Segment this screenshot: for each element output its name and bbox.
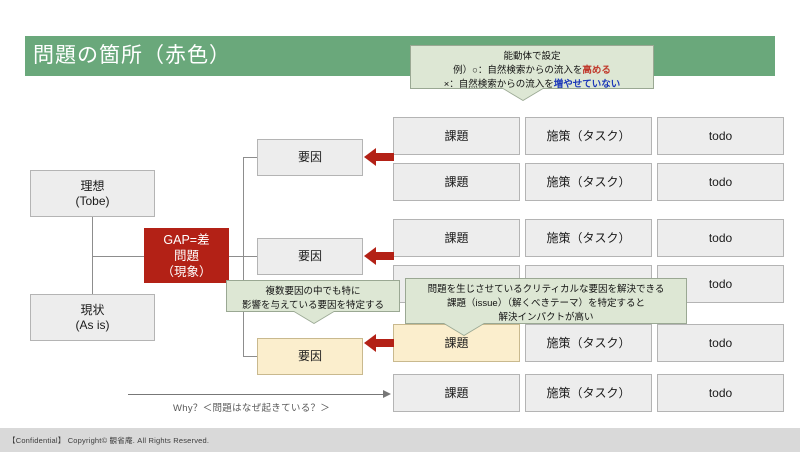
connector-to-gap	[92, 256, 144, 257]
ideal-state-label-line1: 理想	[80, 178, 105, 193]
table-cell-measure[interactable]: 施策（タスク）	[525, 374, 652, 412]
callout-identify-factor: 複数要因の中でも特に 影響を与えている要因を特定する	[226, 280, 400, 323]
connector-tree-branch-3	[243, 356, 257, 357]
issue-callout-line-3: 解決インパクトが高い	[498, 312, 594, 323]
gap-label-line1: GAP=差	[163, 232, 210, 247]
table-cell-todo[interactable]: todo	[657, 163, 784, 201]
factor-box-3[interactable]: 要因	[257, 338, 363, 375]
connector-tree-branch-2	[243, 256, 257, 257]
table-cell-issue[interactable]: 課題	[393, 163, 520, 201]
table-cell-measure[interactable]: 施策（タスク）	[525, 324, 652, 362]
why-arrow-head-icon	[383, 390, 391, 398]
factor-box-1[interactable]: 要因	[257, 139, 363, 176]
issue-callout-line-1: 問題を生じさせているクリティカルな要因を解決できる	[427, 284, 665, 295]
callout-line-3-highlight: 増やせていない	[553, 79, 621, 90]
factor-box-2[interactable]: 要因	[257, 238, 363, 275]
table-cell-todo[interactable]: todo	[657, 324, 784, 362]
gap-label-line2: 問題	[173, 248, 199, 263]
callout-line-2-highlight: 高める	[582, 65, 611, 76]
current-state-label-line1: 現状	[80, 302, 105, 317]
ideal-state-box[interactable]: 理想 (Tobe)	[30, 170, 155, 217]
page-title: 問題の箇所（赤色）	[33, 44, 231, 67]
callout-tail	[503, 88, 543, 100]
mid-callout-line-1: 複数要因の中でも特に	[265, 286, 361, 297]
table-cell-todo[interactable]: todo	[657, 374, 784, 412]
issue-callout-line-2: 課題（issue）（解くべきテーマ）を特定すると	[447, 298, 645, 309]
current-state-label-line2: (As is)	[75, 317, 110, 332]
callout-active-voice: 能動体で設定 例）○：自然検索からの流入を高める ×：自然検索からの流入を増やせ…	[410, 45, 654, 100]
callout-tail	[294, 311, 334, 323]
table-cell-todo[interactable]: todo	[657, 219, 784, 257]
footer-copyright: 【Confidential】 Copyright© 観省庵. All Right…	[8, 436, 210, 445]
connector-tree-branch-1	[243, 157, 257, 158]
callout-issue-impact: 問題を生じさせているクリティカルな要因を解決できる 課題（issue）（解くべき…	[405, 278, 687, 335]
table-cell-measure[interactable]: 施策（タスク）	[525, 219, 652, 257]
callout-line-2: 例）○：自然検索からの流入を高める	[417, 64, 647, 78]
connector-gap-to-tree	[229, 256, 243, 257]
red-arrow-icon	[364, 334, 394, 352]
table-cell-todo[interactable]: todo	[657, 117, 784, 155]
gap-label-line3: （現象）	[161, 264, 212, 279]
callout-line-3-prefix: ×：自然検索からの流入を	[443, 79, 554, 90]
red-arrow-icon	[364, 148, 394, 166]
why-arrow-shaft	[128, 394, 386, 395]
gap-problem-box[interactable]: GAP=差 問題 （現象）	[144, 228, 229, 283]
callout-line-2-prefix: 例）○：自然検索からの流入を	[453, 65, 583, 76]
ideal-state-label-line2: (Tobe)	[75, 193, 110, 208]
table-cell-issue[interactable]: 課題	[393, 117, 520, 155]
footer-bar	[0, 428, 800, 452]
table-cell-issue[interactable]: 課題	[393, 219, 520, 257]
callout-line-3: ×：自然検索からの流入を増やせていない	[417, 78, 647, 92]
table-cell-issue[interactable]: 課題	[393, 374, 520, 412]
callout-tail	[444, 323, 484, 335]
current-state-box[interactable]: 現状 (As is)	[30, 294, 155, 341]
table-cell-measure[interactable]: 施策（タスク）	[525, 117, 652, 155]
table-cell-measure[interactable]: 施策（タスク）	[525, 163, 652, 201]
why-label: Why？＜問題はなぜ起きている？＞	[173, 403, 331, 414]
connector-ideal-current	[92, 217, 93, 294]
mid-callout-line-2: 影響を与えている要因を特定する	[241, 300, 385, 311]
red-arrow-icon	[364, 247, 394, 265]
callout-line-1: 能動体で設定	[503, 51, 561, 62]
